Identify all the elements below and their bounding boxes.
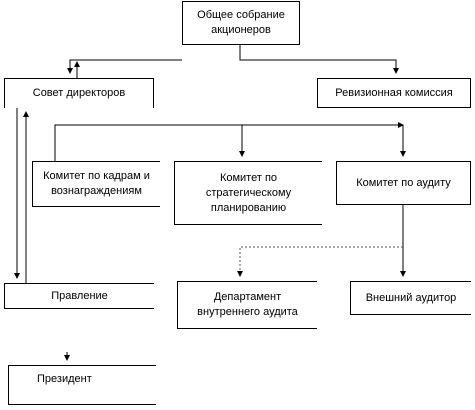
node-audit-commission: Ревизионная комиссия bbox=[317, 78, 471, 108]
edge-board-to-hr-committee bbox=[54, 122, 404, 161]
edge-shareholders-to-audit-commission bbox=[239, 45, 399, 74]
node-president: Президент bbox=[8, 365, 156, 405]
node-hr-committee: Комитет по кадрам и вознаграждениям bbox=[32, 161, 160, 207]
edge-shareholders-to-board bbox=[67, 59, 182, 74]
node-management: Правление bbox=[4, 283, 154, 309]
node-strategy-committee: Комитет по стратегическому планированию bbox=[174, 161, 322, 225]
node-board: Совет директоров bbox=[4, 78, 154, 108]
edge-audit-committee-to-internal-audit bbox=[237, 246, 403, 277]
node-shareholders: Общее собрание акционеров bbox=[182, 1, 300, 45]
node-audit-committee: Комитет по аудиту bbox=[336, 161, 471, 205]
node-internal-audit: Департамент внутреннего аудита bbox=[177, 281, 317, 329]
node-external-auditor: Внешний аудитор bbox=[350, 281, 471, 315]
